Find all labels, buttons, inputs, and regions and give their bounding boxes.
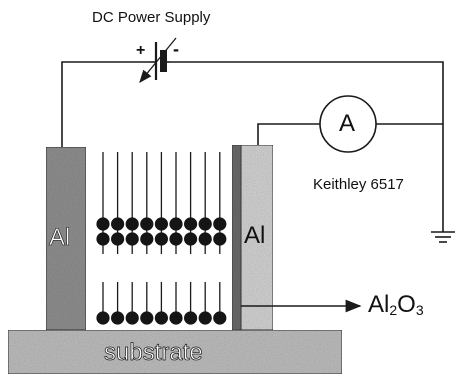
molecule-head [198, 311, 212, 325]
molecule-head [213, 311, 227, 325]
right-electrode-label: Al [244, 222, 266, 249]
molecule-head [154, 311, 168, 325]
ground-icon [431, 231, 455, 243]
power-supply-label: DC Power Supply [92, 9, 211, 26]
oxide-label-base: Al [368, 291, 390, 318]
molecule-head [184, 311, 198, 325]
instrument-label: Keithley 6517 [313, 176, 404, 193]
oxide-label-o: O [397, 291, 416, 318]
molecule-head [184, 232, 198, 246]
molecule-head [125, 232, 139, 246]
molecule-head [96, 311, 110, 325]
molecule-head [169, 232, 183, 246]
molecule-head [198, 217, 212, 231]
ammeter-circle [319, 95, 377, 153]
molecule-head [169, 217, 183, 231]
monolayer-molecules [96, 152, 227, 325]
molecule-head [154, 217, 168, 231]
molecule-head [140, 232, 154, 246]
molecule-head [96, 217, 110, 231]
plus-sign: + [136, 42, 146, 59]
molecule-head [213, 217, 227, 231]
molecule-head [198, 232, 212, 246]
molecule-head [184, 217, 198, 231]
right-electrode [240, 144, 274, 331]
dc-power-supply-symbol [139, 37, 177, 84]
molecule-head [111, 311, 125, 325]
molecule-head [154, 232, 168, 246]
oxide-label: Al2O3 [368, 291, 424, 318]
molecule-head [140, 311, 154, 325]
oxide-label-sub3: 3 [415, 302, 424, 318]
oxide-layer [231, 144, 242, 331]
molecule-head [96, 232, 110, 246]
minus-sign: - [173, 39, 179, 59]
left-electrode [45, 146, 87, 331]
circuit-wires [61, 61, 444, 232]
molecule-head [111, 232, 125, 246]
left-electrode-label: Al [49, 224, 71, 251]
substrate-block [7, 329, 343, 375]
oxide-label-sub2: 2 [389, 302, 398, 318]
ammeter-label: A [339, 110, 356, 137]
molecule-head [169, 311, 183, 325]
molecule-head [213, 232, 227, 246]
molecule-head [111, 217, 125, 231]
molecule-head [140, 217, 154, 231]
molecule-head [125, 217, 139, 231]
substrate-label: substrate [104, 339, 203, 366]
molecule-head [125, 311, 139, 325]
